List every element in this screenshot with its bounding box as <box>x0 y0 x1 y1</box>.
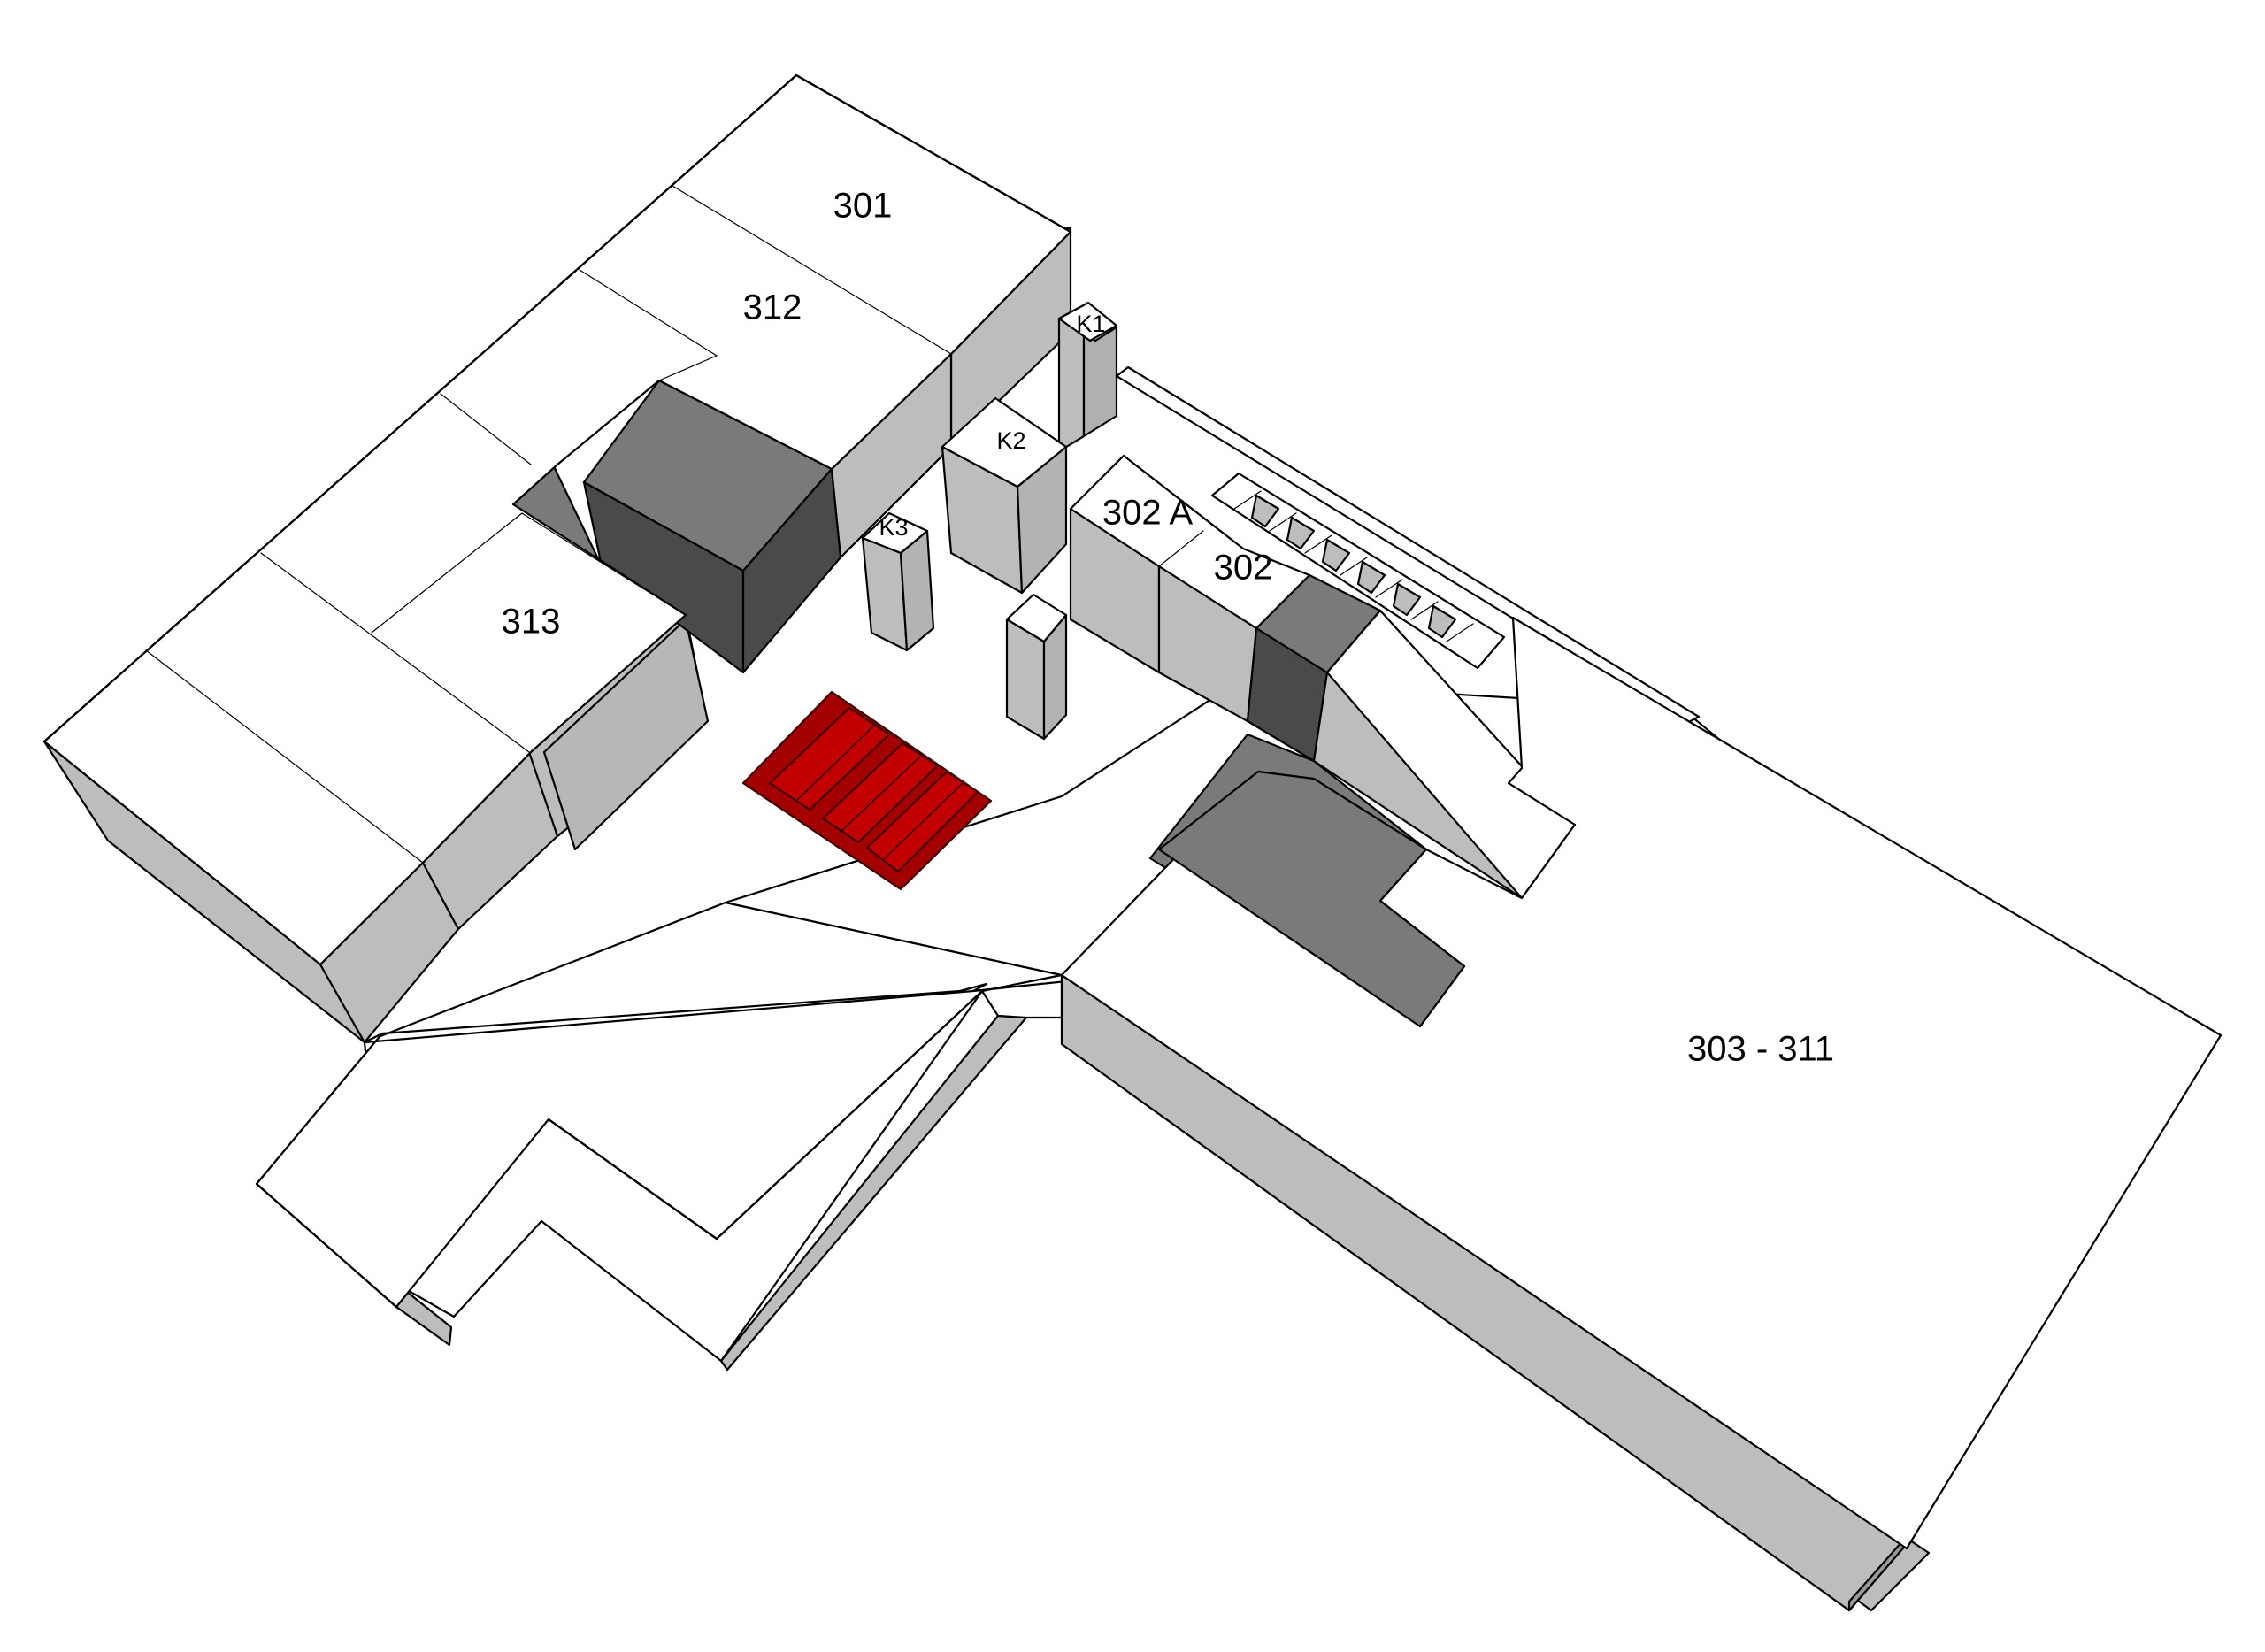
room-label-312: 312 <box>743 288 802 327</box>
room-label-303-311: 303 - 311 <box>1687 1030 1834 1069</box>
core-k2 <box>941 396 1068 595</box>
core-label-k2: K2 <box>996 427 1025 454</box>
stairs-302 <box>1210 472 1506 670</box>
room-label-302a: 302 A <box>1102 494 1194 533</box>
room-label-302: 302 <box>1214 549 1273 588</box>
block-303-311 <box>1060 616 2223 1612</box>
core-k3 <box>861 511 935 652</box>
room-label-301: 301 <box>833 187 893 226</box>
column-small <box>1005 593 1068 741</box>
room-label-313: 313 <box>502 603 561 642</box>
core-label-k1: K1 <box>1076 311 1105 337</box>
highlighted-stair <box>741 690 993 891</box>
core-label-k3: K3 <box>879 514 908 541</box>
left-wing <box>42 73 1072 1044</box>
core-k1 <box>1057 301 1118 453</box>
